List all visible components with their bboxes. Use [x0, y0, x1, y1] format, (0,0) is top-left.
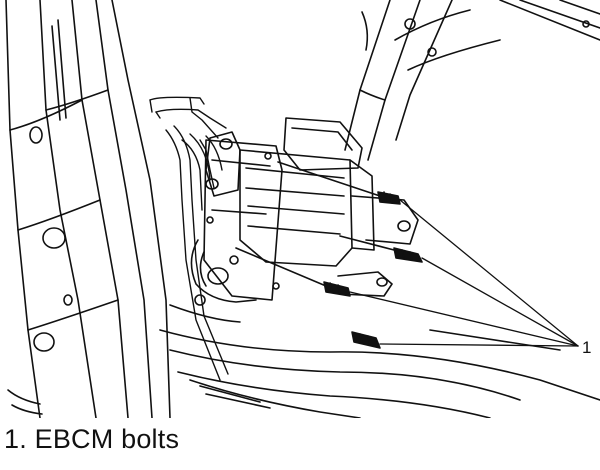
bolt-2: [339, 235, 423, 263]
ebcm-illustration: 1: [5, 0, 600, 418]
bolt-1: [277, 161, 401, 205]
left-frame-rail: [5, 0, 171, 418]
callout-number: 1: [582, 338, 591, 357]
callout-leaders: [349, 199, 579, 347]
ebcm-module: [190, 117, 419, 306]
bolt-4: [351, 331, 381, 349]
brake-lines: [149, 96, 229, 381]
upper-right-strut: [344, 0, 600, 161]
lower-rails: [159, 304, 600, 418]
ebcm-bolts: [235, 161, 423, 349]
bolt-3: [235, 247, 351, 297]
figure-caption: 1. EBCM bolts: [4, 424, 180, 454]
